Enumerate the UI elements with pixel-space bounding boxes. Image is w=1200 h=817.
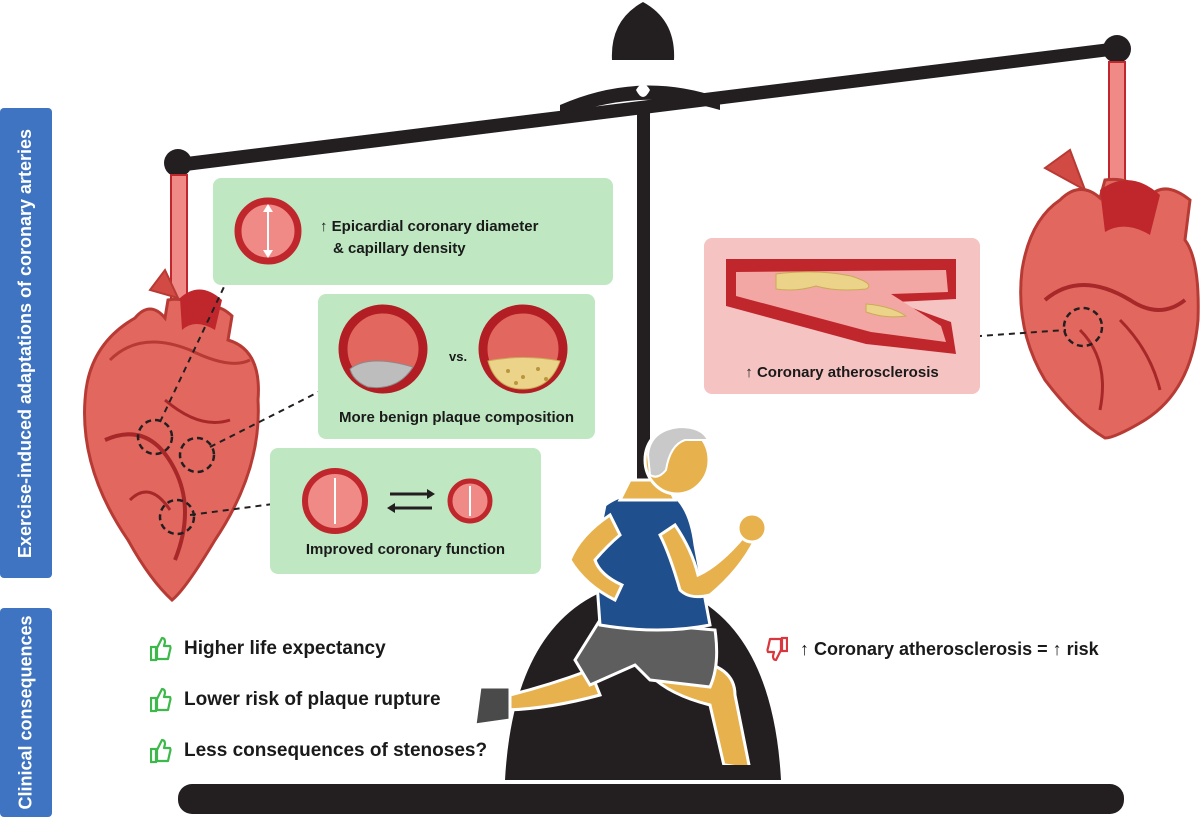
side-label-adaptations: Exercise-induced adaptations of coronary…	[0, 108, 52, 578]
plaque-comparison-icon	[338, 304, 568, 394]
heart-right-icon	[1019, 148, 1200, 440]
atherosclerosis-caption: ↑ Coronary atherosclerosis	[745, 364, 939, 381]
diameter-text-line2: & capillary density	[333, 240, 466, 257]
side-label-clinical-text: Clinical consequences	[15, 615, 36, 810]
exchange-arrows-icon	[387, 489, 435, 513]
panel-coronary-function: Improved coronary function	[270, 448, 541, 574]
consequence-positive-1: Higher life expectancy	[150, 636, 386, 662]
atherosclerotic-artery-icon	[726, 259, 956, 354]
consequence-positive-3: Less consequences of stenoses?	[150, 738, 487, 764]
consequence-positive-2: Lower risk of plaque rupture	[150, 687, 441, 713]
scale-pivot-left	[164, 149, 192, 177]
plaque-vs-label: vs.	[449, 349, 468, 364]
scale-hub-hole	[636, 84, 650, 97]
scale-beam	[178, 42, 1118, 172]
consequence-positive-3-label: Less consequences of stenoses?	[184, 740, 488, 761]
thumbs-up-icon	[150, 636, 172, 662]
runner-back-arm	[568, 512, 624, 603]
wide-artery-cross-section-icon	[234, 197, 302, 265]
runner-fist	[736, 512, 768, 544]
scale-beam-hub	[560, 85, 720, 118]
diameter-text-line1: ↑ Epicardial coronary diameter	[320, 218, 539, 235]
thumbs-up-icon	[150, 738, 172, 764]
scale-pivot-right	[1103, 35, 1131, 63]
panel-atherosclerosis: ↑ Coronary atherosclerosis	[704, 238, 980, 394]
side-label-clinical: Clinical consequences	[0, 608, 52, 817]
plaque-caption: More benign plaque composition	[338, 409, 574, 426]
dilated-artery-icon	[302, 468, 368, 534]
side-label-adaptations-text: Exercise-induced adaptations of coronary…	[15, 128, 36, 558]
scale-base-bar	[178, 784, 1124, 814]
consequence-positive-2-label: Lower risk of plaque rupture	[184, 689, 441, 710]
thumbs-down-icon	[766, 636, 788, 662]
calcified-plaque-icon	[338, 304, 428, 394]
panel-coronary-diameter: ↑ Epicardial coronary diameter & capilla…	[213, 178, 613, 285]
thumbs-up-icon	[150, 687, 172, 713]
runner-shorts	[573, 618, 719, 689]
consequence-negative-label: ↑ Coronary atherosclerosis = ↑ risk	[800, 638, 1099, 659]
lipid-plaque-icon	[478, 304, 568, 394]
heart-left-icon	[83, 268, 260, 602]
constricted-artery-icon	[447, 478, 493, 524]
runner-front-arm	[658, 522, 758, 599]
panel-plaque-composition: vs. More benign plaque composition	[318, 294, 595, 439]
balance-scale	[164, 2, 1131, 814]
back-shoe-icon	[473, 685, 512, 727]
strap-right	[1108, 61, 1126, 183]
function-caption: Improved coronary function	[305, 541, 506, 558]
runner-hair	[646, 425, 710, 478]
runner-back-leg	[473, 668, 603, 727]
scale-finial	[611, 2, 675, 60]
runner-figure	[473, 425, 768, 765]
vasodilation-icon	[302, 468, 493, 534]
consequence-positive-1-label: Higher life expectancy	[184, 638, 386, 659]
consequence-negative: ↑ Coronary atherosclerosis = ↑ risk	[766, 636, 1099, 662]
